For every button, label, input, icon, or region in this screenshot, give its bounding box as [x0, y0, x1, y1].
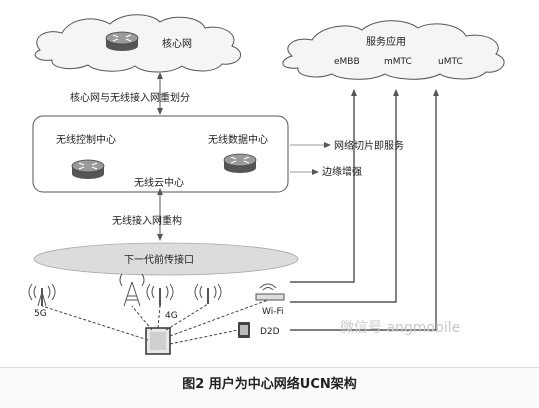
core-wireless-split-label: 核心网与无线接入网重划分 [70, 91, 190, 104]
device-connections [41, 299, 269, 345]
access-4g-label: 4G [165, 311, 178, 321]
ngfi-label: 下一代前传接口 [124, 253, 194, 266]
access-d2d-label: D2D [260, 327, 280, 337]
service-embb: eMBB [334, 57, 360, 67]
antenna-icon [194, 283, 222, 304]
access-wifi-label: Wi-Fi [262, 307, 283, 317]
router-icon [105, 31, 139, 52]
ran-reconstruction-label: 无线接入网重构 [112, 214, 182, 227]
router-icon [71, 159, 105, 180]
service-connections [290, 89, 439, 331]
network-slicing-label: 网络切片即服务 [334, 139, 404, 152]
figure-caption: 图2 用户为中心网络UCN架构 [0, 367, 539, 408]
architecture-diagram: 核心网 服务应用 eMBB mMTC uMTC 核心网与无线接入网重划分 无线控… [28, 14, 505, 355]
watermark: 微信号 angmobile [340, 320, 460, 336]
tablet-icon [238, 322, 250, 338]
antenna-icon [146, 283, 174, 306]
router-icon [223, 153, 257, 174]
service-mmtc: mMTC [384, 57, 412, 67]
wireless-control-center-label: 无线控制中心 [56, 133, 116, 146]
edge-enhancement-label: 边缘增强 [322, 165, 362, 178]
wifi-router-icon [255, 283, 285, 301]
ngfi-ellipse [33, 242, 299, 276]
phone-icon [145, 327, 171, 355]
tower-icon [119, 273, 145, 307]
antenna-icon [28, 283, 56, 307]
service-apps-title: 服务应用 [366, 35, 406, 48]
wireless-data-center-label: 无线数据中心 [208, 133, 268, 146]
core-network-label: 核心网 [162, 37, 192, 50]
wireless-cloud-center-label: 无线云中心 [134, 176, 184, 189]
access-5g-label: 5G [34, 309, 47, 319]
service-apps-cloud [282, 20, 505, 80]
service-umtc: uMTC [438, 57, 463, 67]
